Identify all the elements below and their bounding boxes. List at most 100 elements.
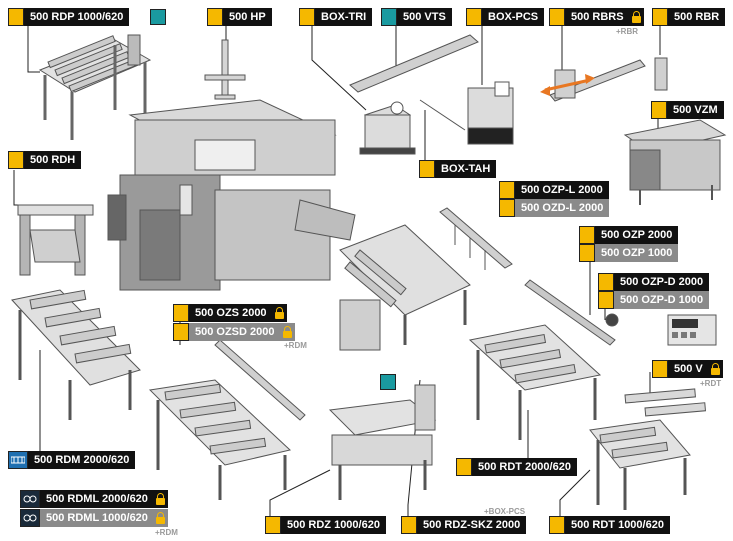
vzm-unit bbox=[623, 119, 727, 205]
box-pcs bbox=[467, 81, 514, 145]
label-text: 500 RDZ-SKZ 2000 bbox=[417, 516, 527, 534]
rdp-conveyor bbox=[38, 34, 152, 140]
lock-icon bbox=[708, 360, 723, 378]
accent-square bbox=[598, 291, 614, 309]
label-hp[interactable]: 500 HP bbox=[207, 8, 272, 26]
label-text: 500 RDML 1000/620 bbox=[40, 509, 154, 527]
accent-square bbox=[499, 199, 515, 217]
accent-square bbox=[579, 226, 595, 244]
accent-square bbox=[8, 8, 24, 26]
label-ozpl[interactable]: 500 OZP-L 2000 bbox=[499, 181, 609, 199]
label-boxtah[interactable]: BOX-TAH bbox=[419, 160, 497, 178]
accent-square bbox=[173, 323, 189, 341]
label-text: 500 OZP 2000 bbox=[595, 226, 679, 244]
label-text: 500 OZP-L 2000 bbox=[515, 181, 609, 199]
plus-note-boxpcs: +BOX-PCS bbox=[484, 507, 526, 516]
label-text: 500 RDP 1000/620 bbox=[24, 8, 130, 26]
rbr-unit bbox=[654, 57, 668, 91]
accent-square bbox=[299, 8, 315, 26]
label-text: 500 RDT 2000/620 bbox=[472, 458, 577, 476]
label-text: 500 OZS 2000 bbox=[189, 304, 273, 322]
label-rdz[interactable]: 500 RDZ 1000/620 bbox=[265, 516, 386, 534]
teal-marker bbox=[150, 9, 166, 25]
label-text: 500 RDML 2000/620 bbox=[40, 490, 154, 508]
lock-icon bbox=[272, 304, 287, 322]
label-v[interactable]: 500 V bbox=[652, 360, 723, 378]
lock-icon bbox=[153, 490, 168, 508]
label-rdp[interactable]: 500 RDP 1000/620 bbox=[8, 8, 130, 26]
label-text: 500 OZP-D 2000 bbox=[614, 273, 710, 291]
label-ozpd2000[interactable]: 500 OZP-D 2000 bbox=[598, 273, 710, 291]
label-ozp2000[interactable]: 500 OZP 2000 bbox=[579, 226, 679, 244]
label-text: 500 VZM bbox=[667, 101, 724, 119]
label-ozp1000[interactable]: 500 OZP 1000 bbox=[579, 244, 679, 262]
accent-square bbox=[598, 273, 614, 291]
accent-square bbox=[173, 304, 189, 322]
accent-square bbox=[466, 8, 482, 26]
label-text: 500 VTS bbox=[397, 8, 452, 26]
chain-link-icon bbox=[20, 509, 40, 527]
label-text: 500 OZD-L 2000 bbox=[515, 199, 610, 217]
rdt1000-conveyor bbox=[589, 419, 691, 510]
label-rdzskz[interactable]: 500 RDZ-SKZ 2000 bbox=[401, 516, 527, 534]
teal-square bbox=[381, 8, 397, 26]
label-text: BOX-PCS bbox=[482, 8, 545, 26]
rdm-conveyor bbox=[11, 289, 141, 420]
label-text: 500 OZP 1000 bbox=[595, 244, 679, 262]
label-rbrs[interactable]: 500 RBRS bbox=[549, 8, 644, 26]
label-boxpcs[interactable]: BOX-PCS bbox=[466, 8, 545, 26]
lock-icon bbox=[629, 8, 644, 26]
chain-link-icon bbox=[20, 490, 40, 508]
plus-note-rdm2: +RDM bbox=[155, 528, 178, 537]
label-text: 500 RDZ 1000/620 bbox=[281, 516, 386, 534]
label-rdt2000[interactable]: 500 RDT 2000/620 bbox=[456, 458, 577, 476]
main-bandsaw-machine bbox=[107, 99, 356, 291]
label-vts[interactable]: 500 VTS bbox=[381, 8, 452, 26]
lock-icon bbox=[280, 323, 295, 341]
accent-square bbox=[456, 458, 472, 476]
label-rdml1000[interactable]: 500 RDML 1000/620 bbox=[20, 509, 168, 527]
label-text: 500 RBRS bbox=[565, 8, 630, 26]
plus-note-rbr: +RBR bbox=[616, 27, 639, 36]
label-rbr[interactable]: 500 RBR bbox=[652, 8, 726, 26]
plus-note-rdm: +RDM bbox=[284, 341, 307, 350]
accent-square bbox=[652, 360, 668, 378]
label-boxtri[interactable]: BOX-TRI bbox=[299, 8, 373, 26]
label-ozsd[interactable]: 500 OZSD 2000 bbox=[173, 323, 295, 341]
label-text: 500 RDT 1000/620 bbox=[565, 516, 670, 534]
label-vzm[interactable]: 500 VZM bbox=[651, 101, 724, 119]
label-text: BOX-TRI bbox=[315, 8, 373, 26]
accent-square bbox=[265, 516, 281, 534]
label-rdm[interactable]: 500 RDM 2000/620 bbox=[8, 451, 136, 469]
label-text: 500 V bbox=[668, 360, 709, 378]
roller-conveyor-icon bbox=[8, 451, 28, 469]
leader-boxtri bbox=[311, 25, 367, 111]
ozp-l-unit bbox=[439, 207, 513, 270]
label-text: BOX-TAH bbox=[435, 160, 497, 178]
label-text: 500 OZSD 2000 bbox=[189, 323, 281, 341]
teal-marker bbox=[380, 374, 396, 390]
lock-icon bbox=[153, 509, 168, 527]
accent-square bbox=[401, 516, 417, 534]
leader-rdh bbox=[13, 170, 24, 206]
rdz-conveyor bbox=[328, 384, 437, 500]
accent-square bbox=[549, 516, 565, 534]
label-ozs[interactable]: 500 OZS 2000 bbox=[173, 304, 287, 322]
label-rdh[interactable]: 500 RDH bbox=[8, 151, 82, 169]
accent-square bbox=[651, 101, 667, 119]
accent-square bbox=[8, 151, 24, 169]
label-ozpd1000[interactable]: 500 OZP-D 1000 bbox=[598, 291, 710, 309]
label-text: 500 RDM 2000/620 bbox=[28, 451, 136, 469]
accent-square bbox=[579, 244, 595, 262]
label-rdml2000[interactable]: 500 RDML 2000/620 bbox=[20, 490, 168, 508]
label-rdt1000[interactable]: 500 RDT 1000/620 bbox=[549, 516, 670, 534]
accent-square bbox=[652, 8, 668, 26]
plus-note-rdt: +RDT bbox=[700, 379, 722, 388]
accent-square bbox=[207, 8, 223, 26]
label-ozdl[interactable]: 500 OZD-L 2000 bbox=[499, 199, 610, 217]
accent-square bbox=[549, 8, 565, 26]
v-rollers bbox=[624, 388, 707, 417]
control-panel-icon bbox=[667, 314, 717, 346]
